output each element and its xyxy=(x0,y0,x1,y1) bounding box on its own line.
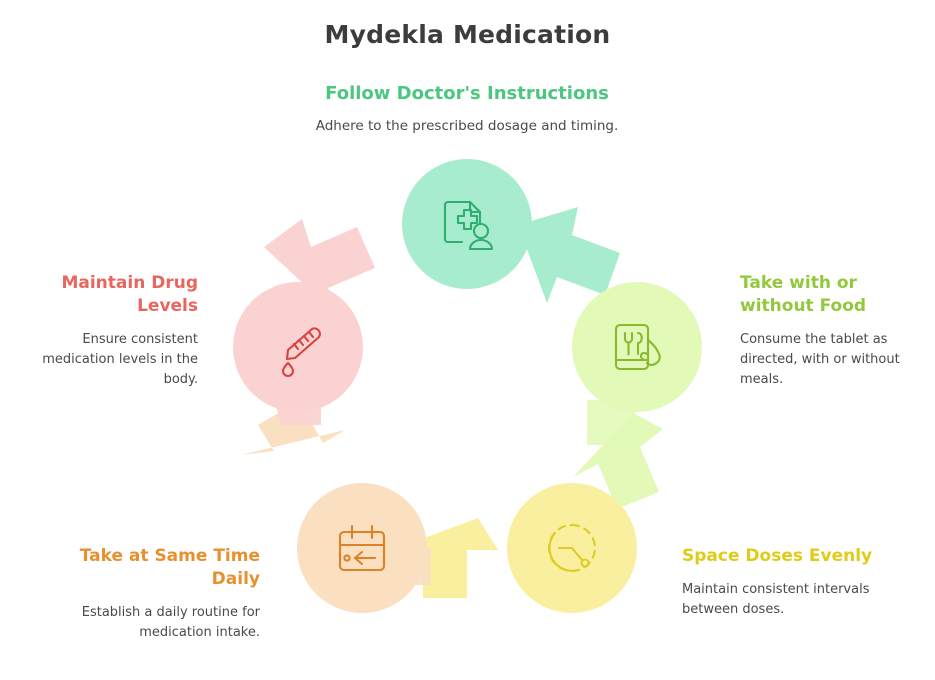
arrow-top-to-right xyxy=(518,207,620,303)
step-text-follow-doctors-instructions: Follow Doctor's Instructions Adhere to t… xyxy=(167,82,767,137)
arrow-right-to-bottom-right xyxy=(573,413,663,509)
arrow-right-tail xyxy=(587,400,635,445)
cycle-diagram xyxy=(233,155,702,635)
step-text-take-at-same-time-daily: Take at Same Time Daily Establish a dail… xyxy=(75,545,260,643)
step-heading: Maintain Drug Levels xyxy=(61,273,198,316)
step-description: Ensure consistent medication levels in t… xyxy=(42,331,198,388)
step-description: Adhere to the prescribed dosage and timi… xyxy=(315,118,619,135)
step-text-space-doses-evenly: Space Doses Evenly Maintain consistent i… xyxy=(682,545,882,620)
arrow-bottom-right-to-bottom-left xyxy=(392,518,498,598)
cycle-node-follow-doctors-instructions[interactable] xyxy=(402,159,532,289)
step-heading: Take with or without Food xyxy=(740,273,867,316)
step-description: Establish a daily routine for medication… xyxy=(81,604,260,641)
step-text-maintain-drug-levels: Maintain Drug Levels Ensure consistent m… xyxy=(18,272,198,390)
step-text-take-with-or-without-food: Take with or without Food Consume the ta… xyxy=(740,272,925,390)
thermometer-drop-icon xyxy=(281,327,321,377)
meal-card-hand-icon xyxy=(614,323,661,371)
clock-interval-icon xyxy=(548,523,596,573)
step-heading: Take at Same Time Daily xyxy=(79,546,260,589)
step-heading: Space Doses Evenly xyxy=(682,546,873,566)
cycle-node-space-doses-evenly[interactable] xyxy=(507,483,637,613)
arrow-left-to-top xyxy=(264,219,375,315)
medical-record-person-icon xyxy=(443,200,494,251)
step-heading: Follow Doctor's Instructions xyxy=(325,83,609,104)
cycle-node-take-at-same-time-daily[interactable] xyxy=(297,483,427,613)
page-title: Mydekla Medication xyxy=(324,20,611,49)
step-description: Consume the tablet as directed, with or … xyxy=(740,331,900,388)
step-description: Maintain consistent intervals between do… xyxy=(682,581,870,618)
cycle-node-take-with-or-without-food[interactable] xyxy=(572,282,702,412)
calendar-arrow-icon xyxy=(338,524,386,572)
arrow-bottom-left-to-left xyxy=(241,401,345,455)
cycle-node-maintain-drug-levels[interactable] xyxy=(233,282,363,412)
